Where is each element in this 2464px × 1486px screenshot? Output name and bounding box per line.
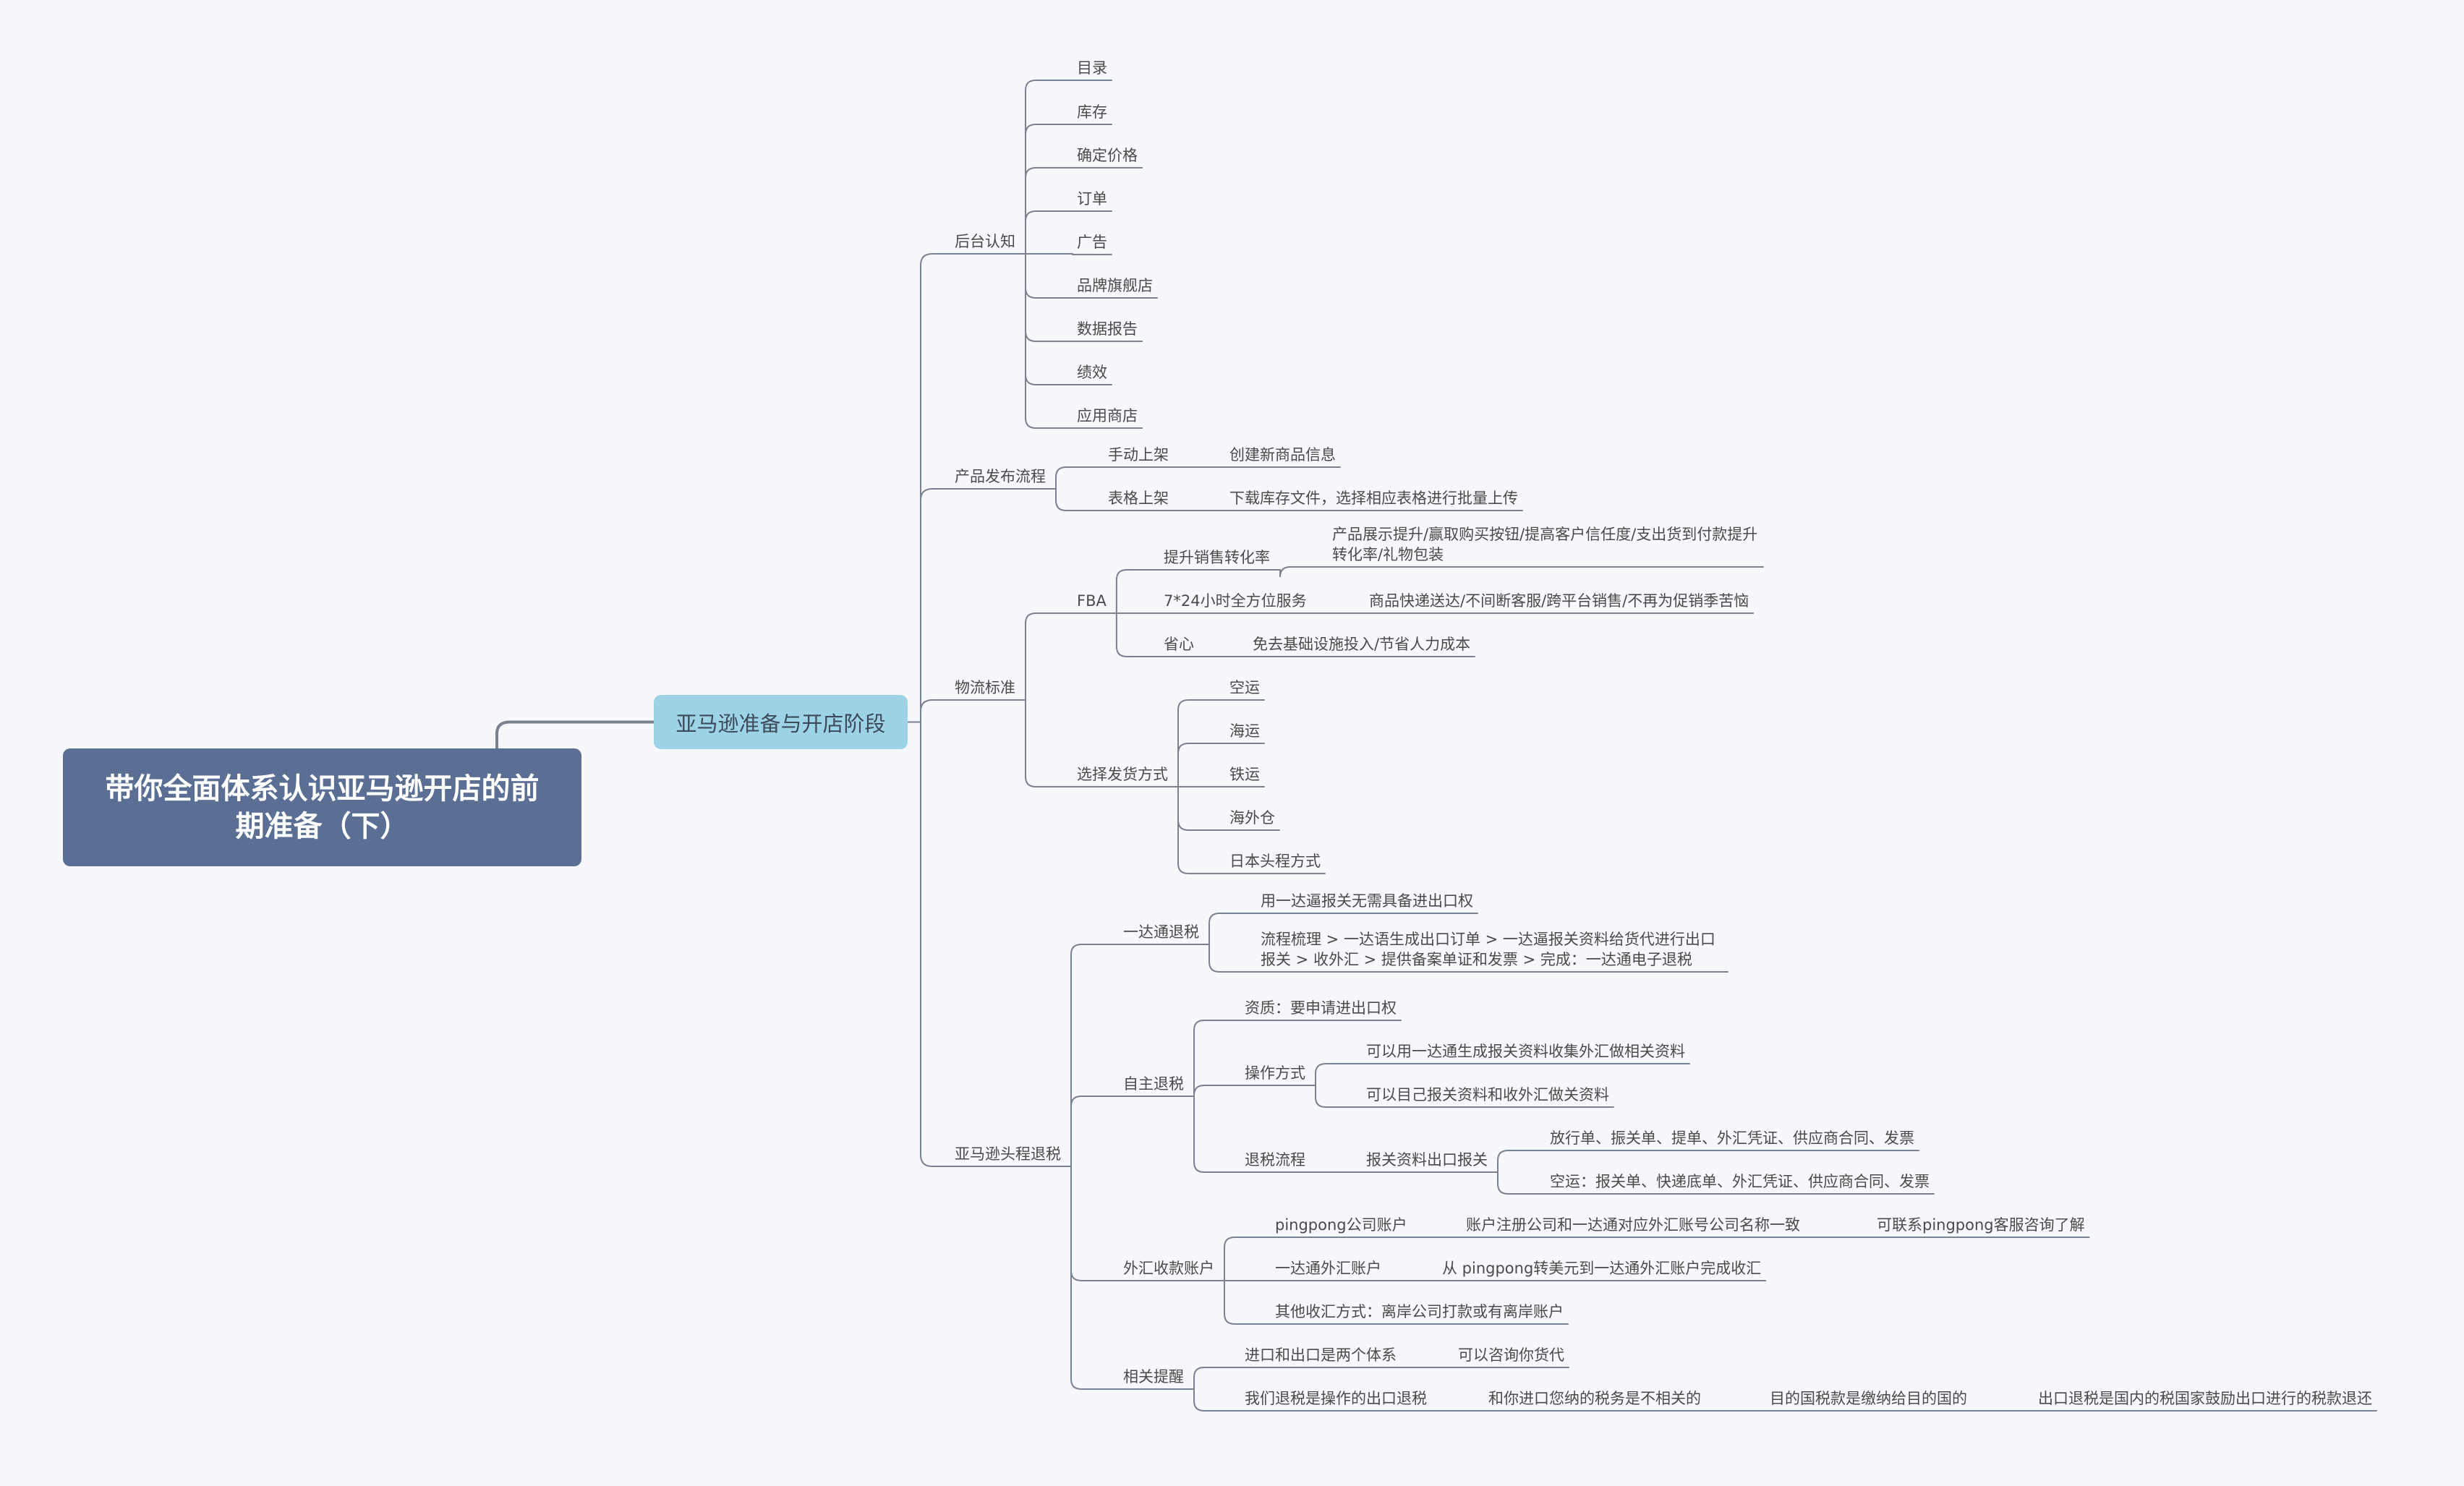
topic-fba-conversion[interactable]: 提升销售转化率 bbox=[1164, 549, 1270, 566]
connector bbox=[907, 699, 951, 723]
connector bbox=[1019, 612, 1073, 701]
root-topic[interactable]: 带你全面体系认识亚马逊开店的前期准备（下） bbox=[63, 748, 581, 866]
topic-manual-listing[interactable]: 手动上架 bbox=[1108, 446, 1169, 464]
topic-flow-docs-b[interactable]: 空运：报关单、快递底单、外汇凭证、供应商合同、发票 bbox=[1550, 1173, 1930, 1190]
topic-backend-item[interactable]: 品牌旗舰店 bbox=[1077, 277, 1153, 294]
connector bbox=[1019, 80, 1073, 255]
connector bbox=[1172, 699, 1226, 787]
root-topic-label: 带你全面体系认识亚马逊开店的前期准备（下） bbox=[105, 772, 540, 843]
connector bbox=[1309, 1085, 1363, 1108]
connector bbox=[1172, 786, 1226, 874]
connector bbox=[1065, 944, 1120, 1167]
main-topic-label: 亚马逊准备与开店阶段 bbox=[675, 711, 886, 736]
topic-backend-item[interactable]: 目录 bbox=[1077, 59, 1107, 77]
connector bbox=[1188, 1020, 1241, 1097]
topic-sheet-listing[interactable]: 表格上架 bbox=[1108, 490, 1169, 507]
topic-shipping-item[interactable]: 海外仓 bbox=[1229, 809, 1275, 827]
topic-backend-item[interactable]: 应用商店 bbox=[1077, 407, 1138, 424]
connector bbox=[1065, 1096, 1120, 1167]
connector bbox=[1049, 488, 1104, 511]
topic-fba-conversion-detail[interactable]: 产品展示提升/赢取购买按钮/提高客户信任度/支出货到付款提升转化率/礼物包装 bbox=[1332, 526, 1758, 563]
connector bbox=[907, 721, 951, 1167]
connector bbox=[1309, 1063, 1363, 1086]
topic-yidatong-account-detail[interactable]: 从 pingpong转美元到一达通外汇账户完成收汇 bbox=[1442, 1260, 1762, 1277]
topic-refund[interactable]: 亚马逊头程退税 bbox=[955, 1145, 1061, 1163]
topic-self-refund[interactable]: 自主退税 bbox=[1123, 1075, 1184, 1093]
topic-backend-item[interactable]: 确定价格 bbox=[1077, 147, 1138, 164]
connector bbox=[907, 488, 951, 723]
topic-customs-export[interactable]: 报关资料出口报关 bbox=[1366, 1151, 1488, 1169]
topic-publish[interactable]: 产品发布流程 bbox=[955, 468, 1046, 485]
topic-pingpong-detail[interactable]: 账户注册公司和一达通对应外汇账号公司名称一致 bbox=[1466, 1216, 1800, 1234]
connector bbox=[1109, 569, 1160, 614]
connector bbox=[1019, 124, 1073, 255]
topic-yidatong-flow[interactable]: 流程梳理 > 一达语生成出口订单 > 一达逼报关资料给货代进行出口报关 > 收外… bbox=[1261, 931, 1715, 968]
topic-reminder-b[interactable]: 我们退税是操作的出口退税 bbox=[1245, 1390, 1427, 1407]
topic-yidatong-a[interactable]: 用一达逼报关无需具备进出口权 bbox=[1261, 892, 1473, 910]
topic-fba-save[interactable]: 省心 bbox=[1164, 636, 1194, 653]
topic-pingpong-note[interactable]: 可联系pingpong客服咨询了解 bbox=[1877, 1216, 2085, 1234]
main-topic[interactable]: 亚马逊准备与开店阶段 bbox=[654, 695, 908, 749]
topic-fba-service[interactable]: 7*24小时全方位服务 bbox=[1164, 592, 1307, 610]
topic-reminder-a[interactable]: 进口和出口是两个体系 bbox=[1245, 1346, 1397, 1364]
connector bbox=[495, 720, 655, 750]
connector bbox=[1188, 1096, 1241, 1173]
topic-shipping-item[interactable]: 海运 bbox=[1229, 722, 1260, 740]
topic-yidatong-account[interactable]: 一达通外汇账户 bbox=[1275, 1260, 1381, 1277]
topic-reminder-b-2[interactable]: 目的国税款是缴纳给目的国的 bbox=[1770, 1390, 1967, 1407]
topic-manual-detail[interactable]: 创建新商品信息 bbox=[1229, 446, 1336, 464]
connector bbox=[907, 253, 951, 723]
connector bbox=[1218, 1237, 1271, 1281]
connector bbox=[1188, 1367, 1241, 1390]
connector bbox=[1019, 210, 1073, 255]
connector bbox=[1019, 167, 1073, 255]
connector bbox=[1203, 913, 1257, 945]
topic-fx-account[interactable]: 外汇收款账户 bbox=[1123, 1260, 1214, 1277]
topic-shipping[interactable]: 选择发货方式 bbox=[1077, 766, 1168, 783]
topic-logistics[interactable]: 物流标准 bbox=[955, 679, 1015, 696]
connector bbox=[1491, 1171, 1546, 1195]
topic-flow-docs-a[interactable]: 放行单、振关单、提单、外汇凭证、供应商合同、发票 bbox=[1550, 1130, 1914, 1147]
connector bbox=[1188, 1085, 1241, 1097]
topic-backend-item[interactable]: 绩效 bbox=[1077, 364, 1107, 381]
topic-yidatong-refund[interactable]: 一达通退税 bbox=[1123, 923, 1199, 941]
topic-reminder-a-detail[interactable]: 可以咨询你货代 bbox=[1458, 1346, 1564, 1364]
topic-operation-b[interactable]: 可以目己报关资料和收外汇做关资料 bbox=[1366, 1086, 1609, 1103]
topic-fba-service-detail[interactable]: 商品快递送达/不间断客服/跨平台销售/不再为促销季苦恼 bbox=[1369, 592, 1749, 610]
connector bbox=[1019, 253, 1073, 429]
topic-refund-flow[interactable]: 退税流程 bbox=[1245, 1151, 1305, 1169]
connector bbox=[1109, 612, 1160, 657]
topic-backend-item[interactable]: 数据报告 bbox=[1077, 320, 1138, 338]
connector bbox=[1274, 566, 1329, 578]
connector bbox=[1172, 743, 1226, 787]
topic-shipping-item[interactable]: 日本头程方式 bbox=[1229, 853, 1321, 870]
topic-backend-item[interactable]: 订单 bbox=[1077, 190, 1107, 208]
topic-pingpong-account[interactable]: pingpong公司账户 bbox=[1275, 1216, 1407, 1234]
connector bbox=[1203, 944, 1257, 973]
connector bbox=[1065, 1166, 1120, 1390]
topic-sheet-detail[interactable]: 下载库存文件，选择相应表格进行批量上传 bbox=[1229, 490, 1518, 507]
topic-reminder-b-1[interactable]: 和你进口您纳的税务是不相关的 bbox=[1488, 1390, 1701, 1407]
topic-backend[interactable]: 后台认知 bbox=[955, 233, 1015, 250]
topic-reminders[interactable]: 相关提醒 bbox=[1123, 1368, 1184, 1385]
topic-operation-mode[interactable]: 操作方式 bbox=[1245, 1064, 1305, 1082]
topic-shipping-item[interactable]: 空运 bbox=[1229, 679, 1260, 696]
topic-fba-save-detail[interactable]: 免去基础设施投入/节省人力成本 bbox=[1253, 636, 1471, 653]
topic-shipping-item[interactable]: 铁运 bbox=[1229, 766, 1260, 783]
connector bbox=[1049, 466, 1104, 490]
connector bbox=[1491, 1150, 1546, 1173]
topic-qualification[interactable]: 资质：要申请进出口权 bbox=[1245, 999, 1397, 1017]
topic-other-fx[interactable]: 其他收汇方式：离岸公司打款或有离岸账户 bbox=[1275, 1303, 1564, 1320]
topic-backend-item[interactable]: 库存 bbox=[1077, 103, 1107, 121]
topic-reminder-b-3[interactable]: 出口退税是国内的税国家鼓励出口进行的税款退还 bbox=[2038, 1390, 2372, 1407]
topic-operation-a[interactable]: 可以用一达通生成报关资料收集外汇做相关资料 bbox=[1366, 1043, 1685, 1060]
topic-fba[interactable]: FBA bbox=[1077, 592, 1107, 610]
connector bbox=[1019, 699, 1073, 787]
connector bbox=[1188, 1388, 1241, 1412]
topic-backend-item[interactable]: 广告 bbox=[1077, 234, 1107, 251]
connector bbox=[1218, 1280, 1271, 1325]
